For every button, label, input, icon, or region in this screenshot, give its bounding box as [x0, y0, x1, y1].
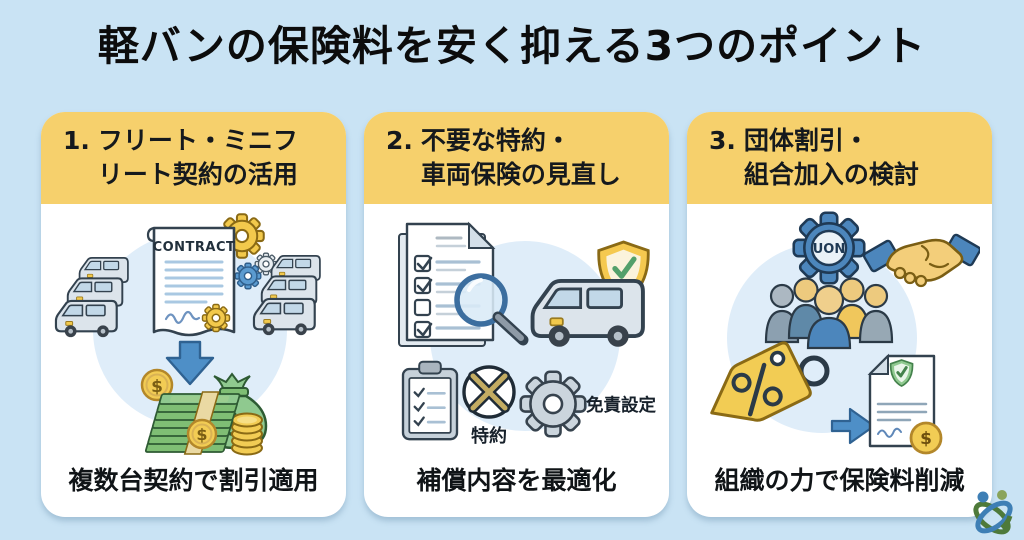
card-caption-1: 複数台契約で割引適用	[68, 466, 319, 495]
card-title-2: 2. 不要な特約・ 車両保険の見直し	[386, 124, 621, 192]
svg-text:$: $	[920, 429, 932, 449]
percent-symbol	[731, 362, 783, 416]
interlocked-rings-logo-icon	[973, 490, 1013, 535]
discount-tag-icon	[709, 340, 829, 422]
card-title-1: 1. フリート・ミニフ リート契約の活用	[63, 124, 298, 192]
handshake-icon	[862, 233, 980, 287]
svg-text:$: $	[151, 377, 163, 397]
money-icon: $ $	[140, 368, 267, 455]
card-coverage-review: 2. 不要な特約・ 車両保険の見直し	[364, 112, 669, 517]
contract-scroll-icon: CONTRACT	[146, 226, 235, 336]
contract-label: CONTRACT	[152, 240, 235, 255]
card-header-1: 1. フリート・ミニフ リート契約の活用	[41, 112, 346, 204]
card-title-lines-1: フリート・ミニフ リート契約の活用	[97, 126, 298, 189]
union-gear-label: UON	[812, 242, 845, 257]
coverage-review-illustration: 特約 免責設定	[397, 221, 656, 447]
rider-label: 特約	[471, 425, 507, 447]
down-arrow-icon	[165, 340, 214, 385]
van-icon	[530, 278, 645, 349]
no-rider-icon	[461, 364, 516, 419]
card-title-lines-2: 不要な特約・ 車両保険の見直し	[420, 126, 621, 189]
card-caption-3: 組織の力で保険料削減	[714, 466, 965, 495]
union-gear-icon: UON	[791, 210, 866, 285]
page-title: 軽バンの保険料を安く抑える3つのポイント	[97, 22, 927, 70]
policy-document-icon: $	[867, 353, 942, 454]
card-title-3: 3. 団体割引・ 組合加入の検討	[709, 124, 919, 192]
card-body-3: UON	[687, 204, 992, 518]
card-number-1: 1.	[63, 126, 90, 155]
green-shield-icon	[889, 358, 913, 387]
card-title-lines-3: 団体割引・ 組合加入の検討	[743, 126, 919, 189]
card-number-2: 2.	[386, 126, 413, 155]
dollar-coin-icon: $	[140, 368, 173, 401]
card-header-3: 3. 団体割引・ 組合加入の検討	[687, 112, 992, 204]
group-discount-illustration: UON	[709, 210, 980, 454]
deductible-label: 免責設定	[586, 395, 656, 416]
fleet-discount-illustration: CONTRACT	[54, 212, 321, 455]
people-group-icon	[764, 276, 893, 349]
magnifier-icon	[453, 272, 528, 345]
card-caption-2: 補償内容を最適化	[416, 466, 617, 495]
card-header-2: 2. 不要な特約・ 車両保険の見直し	[364, 112, 669, 204]
card-body-2: 特約 免責設定 補償内容を最適化	[364, 204, 669, 518]
brand-logo	[966, 488, 1020, 536]
card-number-3: 3.	[709, 126, 736, 155]
dollar-coin-icon: $	[186, 418, 217, 449]
card-body-1: CONTRACT	[41, 204, 346, 518]
svg-text:$: $	[196, 425, 207, 444]
right-arrow-icon	[830, 407, 875, 444]
card-group-discount: 3. 団体割引・ 組合加入の検討 UON	[687, 112, 992, 517]
van-fleet-left-icon	[54, 256, 129, 338]
cards-row: 1. フリート・ミニフ リート契約の活用	[41, 112, 992, 517]
deductible-gear-icon	[518, 369, 587, 438]
clipboard-icon	[401, 360, 458, 440]
coin-stack-icon	[230, 412, 263, 455]
card-fleet-contract: 1. フリート・ミニフ リート契約の活用	[41, 112, 346, 517]
